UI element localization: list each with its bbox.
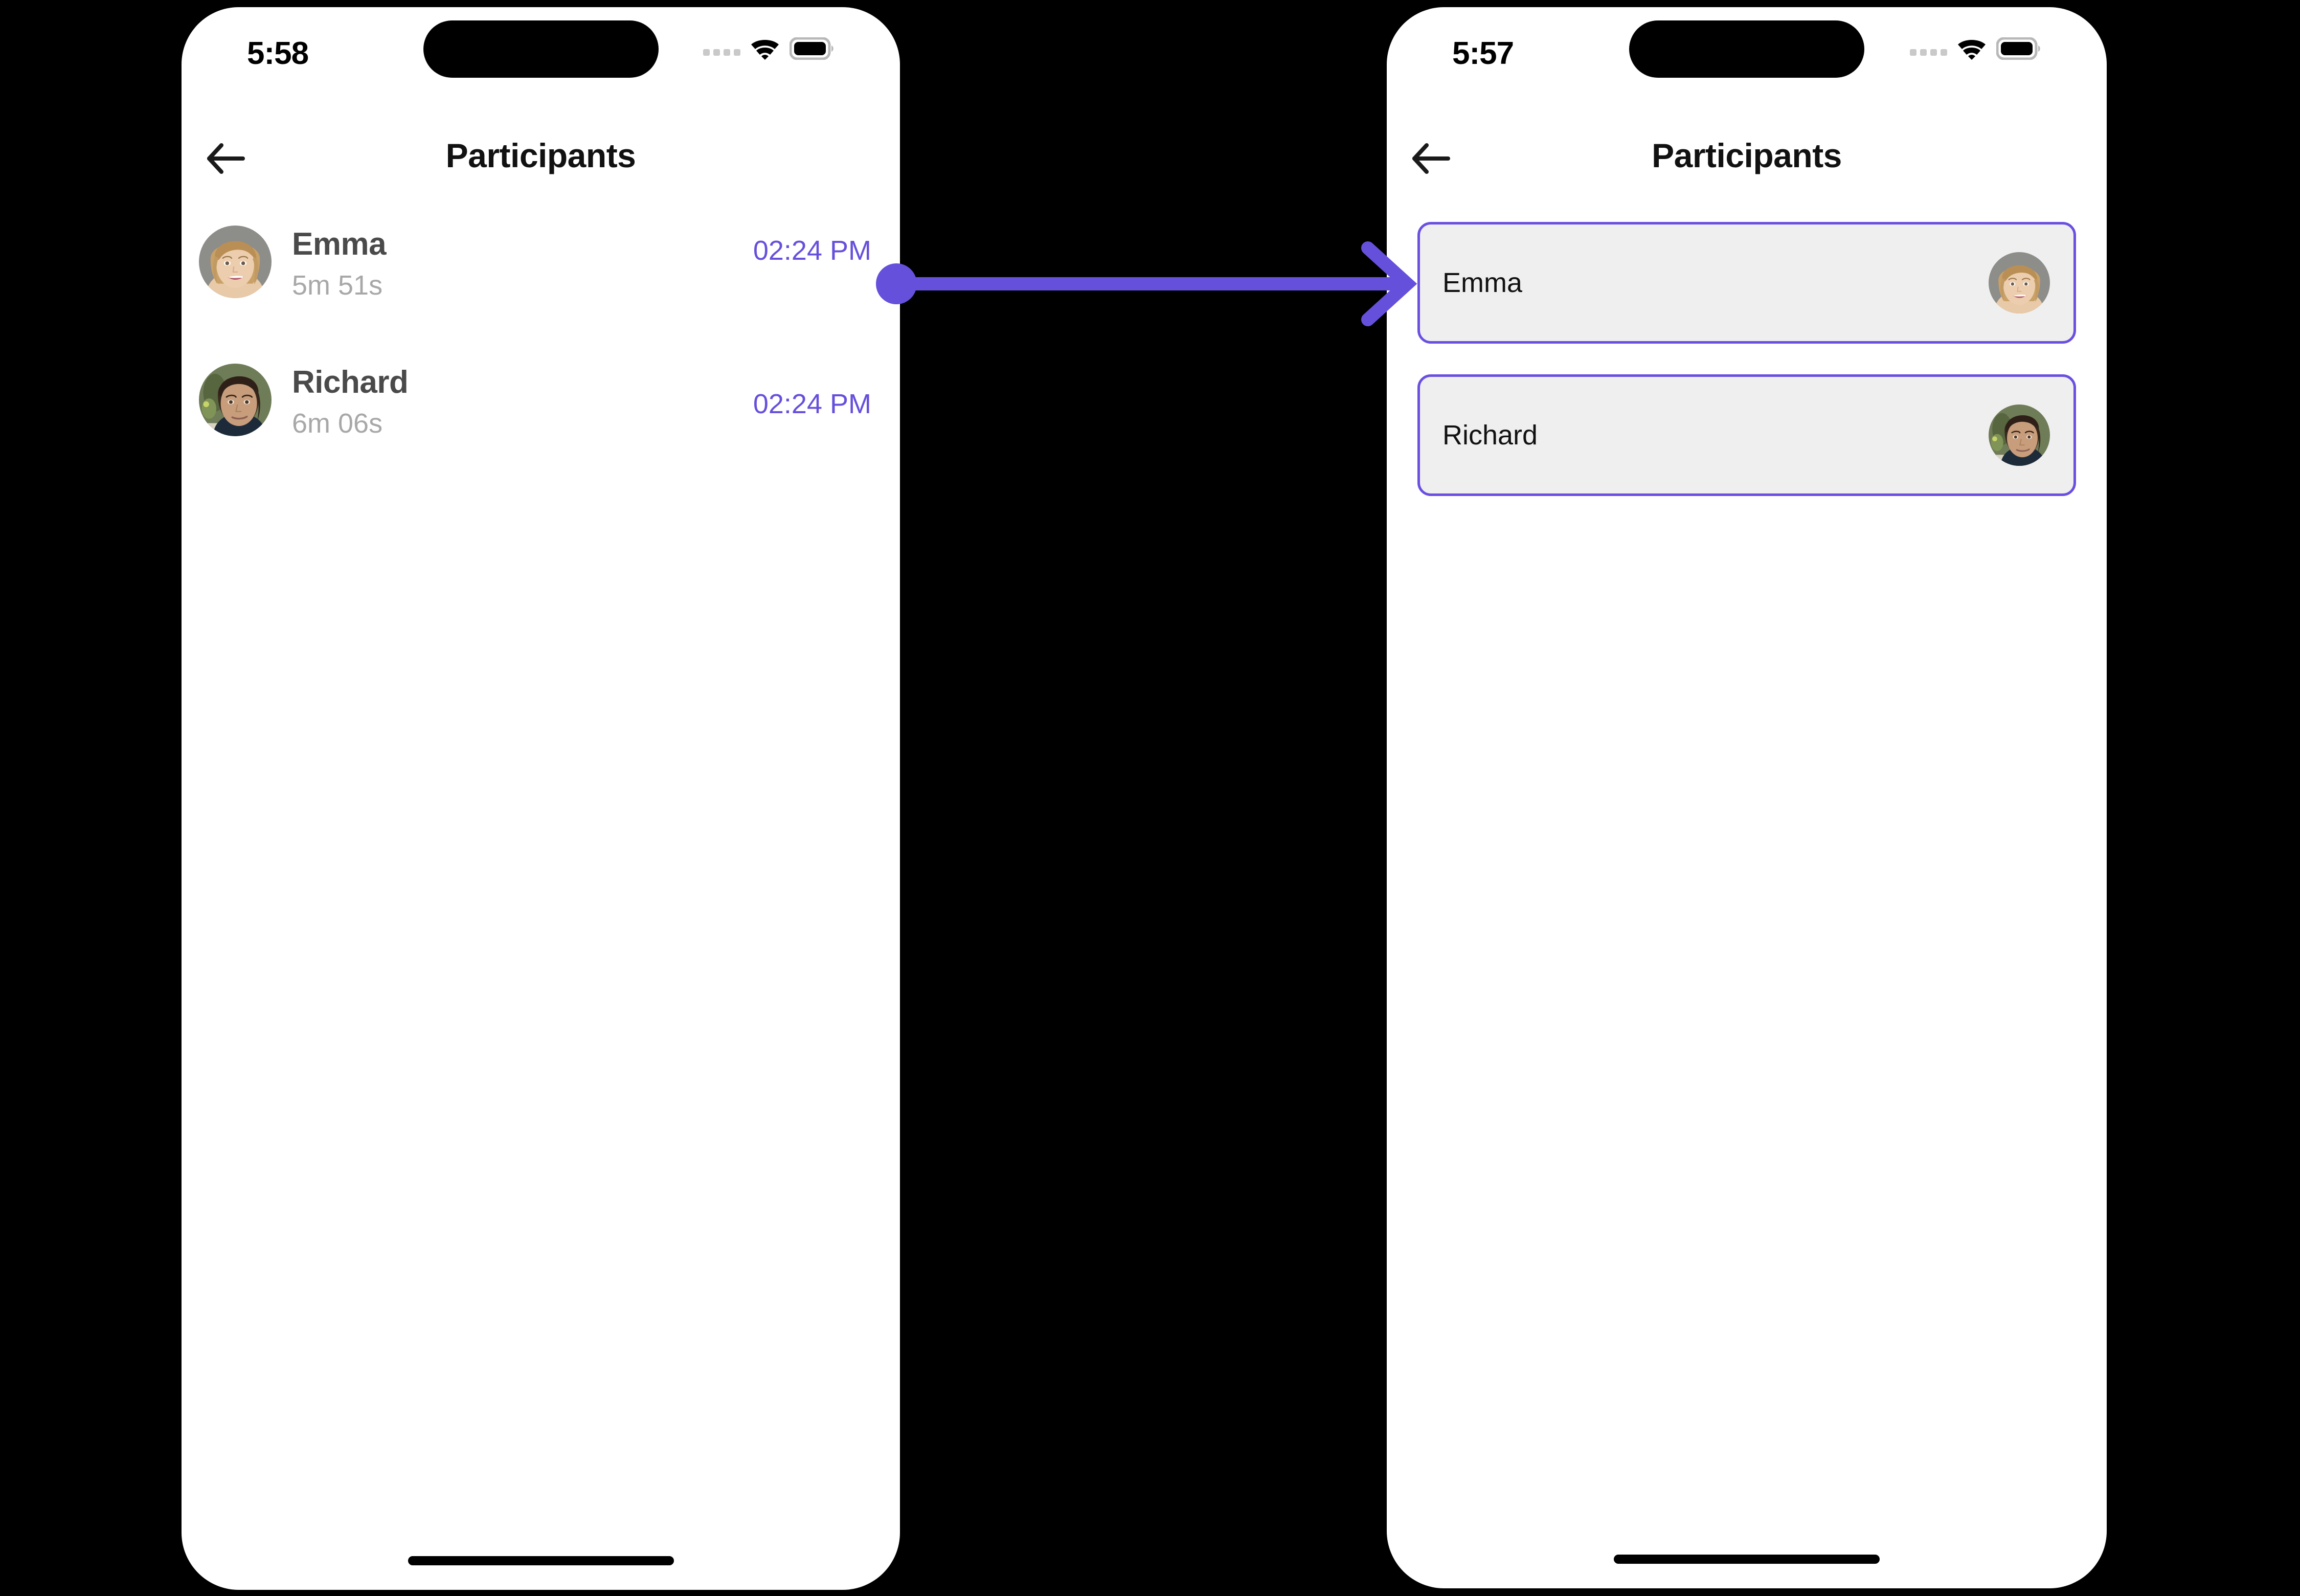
status-time: 5:58 [247,36,309,71]
dynamic-island [423,20,659,78]
battery-full-icon [1996,37,2041,62]
richard-avatar [199,364,272,436]
wifi-icon [1956,37,1987,63]
back-arrow-icon[interactable] [201,134,250,183]
status-time: 5:57 [1452,36,1514,71]
participant-duration: 6m 06s [292,408,383,439]
participant-time: 02:24 PM [753,235,871,266]
participant-card-name: Richard [1442,420,1538,451]
participant-time: 02:24 PM [753,389,871,419]
participant-card-emma[interactable]: Emma [1417,222,2076,344]
page-title: Participants [445,137,636,174]
page-title: Participants [1652,137,1842,174]
status-bar-right: 5:57 [1387,7,2107,97]
participant-duration: 5m 51s [292,270,383,301]
emma-avatar [1989,252,2050,313]
participants-list: Emma 5m 51s 02:24 PM [182,214,900,490]
status-bar-left: 5:58 [182,7,900,97]
participant-card-richard[interactable]: Richard [1417,374,2076,496]
phone-left: 5:58 [182,7,900,1590]
participant-card-name: Emma [1442,267,1523,298]
participant-row-richard[interactable]: Richard 6m 06s 02:24 PM [182,352,900,490]
flow-arrow-annotation [876,241,1417,326]
participant-row-emma[interactable]: Emma 5m 51s 02:24 PM [182,214,900,352]
participant-name: Richard [292,365,409,400]
home-indicator[interactable] [1614,1555,1880,1564]
wifi-icon [750,37,780,63]
cellular-dots-icon [703,49,740,56]
participant-name: Emma [292,227,387,262]
cellular-dots-icon [1910,49,1947,56]
richard-avatar [1989,404,2050,466]
participant-info: Richard 6m 06s [292,365,753,439]
dynamic-island [1629,20,1864,78]
back-arrow-icon[interactable] [1406,134,1455,183]
battery-full-icon [789,37,835,62]
nav-bar-right: Participants [1387,128,2107,189]
nav-bar-left: Participants [182,128,900,189]
emma-avatar [199,226,272,298]
phone-right: 5:57 [1387,7,2107,1588]
status-icons [1910,37,2041,63]
participant-cards-list: Emma [1387,222,2107,527]
home-indicator[interactable] [408,1556,674,1565]
participant-info: Emma 5m 51s [292,227,753,301]
status-icons [703,37,835,63]
